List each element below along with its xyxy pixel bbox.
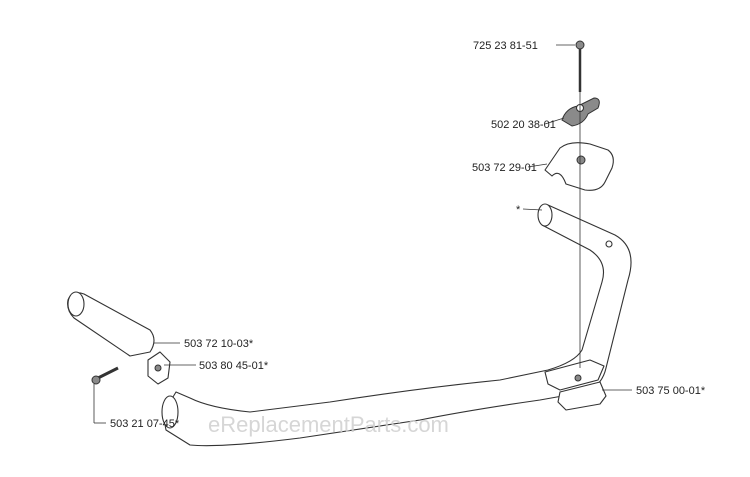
- label-clamp-top: 503 72 29-01: [472, 162, 537, 174]
- label-knob: 502 20 38-01: [491, 119, 556, 131]
- bolt-top-part: [575, 40, 585, 92]
- leader-lines: [93, 44, 632, 424]
- label-bolt-top: 725 23 81-51: [473, 40, 538, 52]
- handle-tube: [161, 203, 632, 447]
- label-clip: 503 80 45-01*: [199, 360, 269, 372]
- clamp-bottom-part: [544, 359, 607, 411]
- clip-part: [147, 351, 171, 385]
- label-grip: 503 72 10-03*: [184, 338, 254, 350]
- grip-part: [67, 291, 155, 357]
- label-clamp-bottom: 503 75 00-01*: [636, 385, 706, 397]
- label-screw: 503 21 07-45*: [110, 418, 180, 430]
- label-handle-end: *: [516, 204, 521, 216]
- watermark-text: eReplacementParts.com: [208, 412, 449, 437]
- knob-part: [561, 97, 600, 127]
- clamp-top-part: [544, 142, 614, 191]
- screw-part: [91, 366, 119, 385]
